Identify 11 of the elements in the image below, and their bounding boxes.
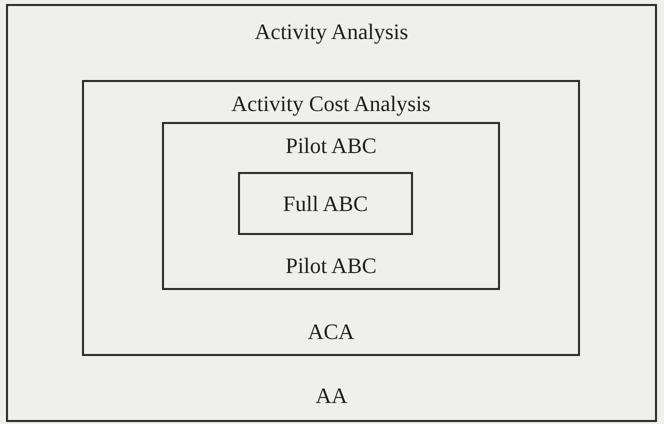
nested-box bbox=[82, 80, 580, 356]
box-label: ACA bbox=[308, 318, 354, 346]
box-label: AA bbox=[316, 382, 348, 410]
box-label: Pilot ABC bbox=[285, 132, 377, 160]
box-label: Activity Cost Analysis bbox=[231, 90, 431, 118]
box-label: Full ABC bbox=[283, 190, 368, 218]
box-label: Activity Analysis bbox=[254, 18, 408, 46]
nested-box bbox=[162, 122, 500, 290]
nested-box bbox=[6, 4, 657, 422]
box-label: Pilot ABC bbox=[285, 252, 377, 280]
nested-box bbox=[238, 172, 413, 235]
